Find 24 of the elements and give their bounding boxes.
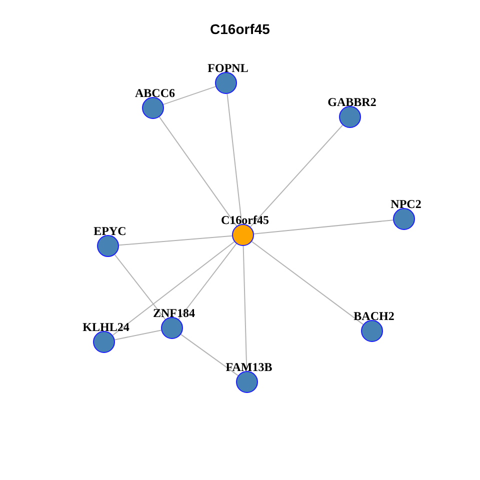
edge-line — [180, 334, 239, 376]
edge-line — [114, 330, 162, 340]
edge-line — [178, 243, 237, 320]
node-label: EPYC — [92, 224, 128, 238]
node-label: FAM13B — [224, 360, 274, 374]
edge-line — [158, 116, 238, 227]
node-label: C16orf45 — [220, 213, 270, 227]
edge-line — [242, 246, 248, 372]
edge-line — [250, 124, 344, 228]
edge-line — [112, 241, 235, 336]
node-label: BACH2 — [352, 309, 396, 323]
node-label: NPC2 — [390, 197, 422, 211]
edge-line — [118, 235, 233, 246]
chart-title: C16orf45 — [209, 21, 271, 37]
edge-line — [251, 241, 364, 325]
edge-line — [114, 254, 166, 320]
edge-line — [253, 220, 394, 234]
edge-line — [226, 93, 242, 225]
node-label: KLHL24 — [82, 320, 130, 334]
node-label: GABBR2 — [326, 95, 378, 109]
node-label: FOPNL — [206, 61, 250, 75]
edge-line — [162, 86, 216, 105]
node-label: ABCC6 — [134, 86, 176, 100]
node-label: ZNF184 — [152, 306, 196, 320]
